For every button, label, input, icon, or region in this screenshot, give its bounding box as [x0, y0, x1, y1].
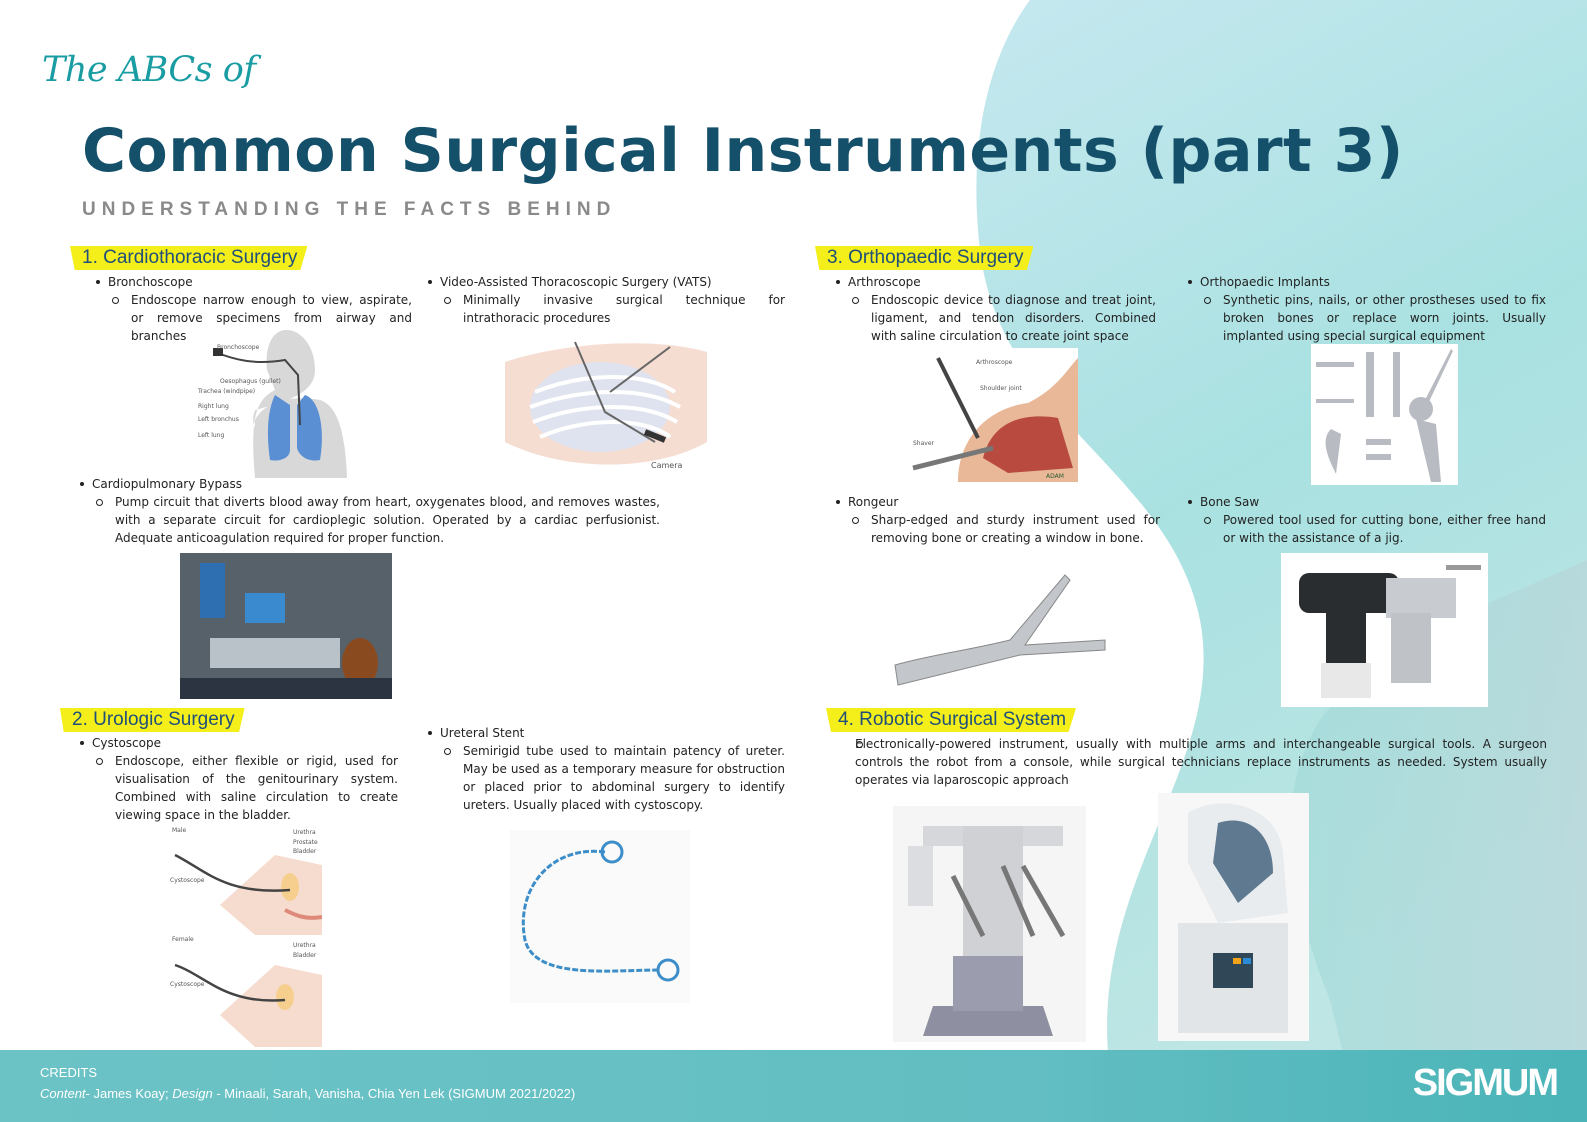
item-desc: Endoscope, either flexible or rigid, use… — [80, 752, 398, 824]
item-desc: Synthetic pins, nails, or other prosthes… — [1188, 291, 1546, 345]
bone-saw-image — [1281, 553, 1488, 707]
bypass-machine-image — [180, 553, 392, 699]
item-bronchoscope: Bronchoscope Endoscope narrow enough to … — [96, 273, 412, 345]
item-name: Ureteral Stent — [428, 724, 785, 742]
bronchoscope-image: Bronchoscope Oesophagus (gullet) Trachea… — [195, 330, 347, 478]
item-desc: Endoscope narrow enough to view, aspirat… — [96, 291, 412, 345]
item-ureteral-stent: Ureteral Stent Semirigid tube used to ma… — [428, 724, 785, 814]
img-label: ADAM — [1046, 473, 1064, 480]
footer — [0, 1050, 1587, 1122]
ureteral-stent-image — [510, 830, 690, 1003]
item-desc: Semirigid tube used to maintain patency … — [428, 742, 785, 814]
subtitle: UNDERSTANDING THE FACTS BEHIND — [82, 199, 617, 220]
section-heading-cardiothoracic: 1. Cardiothoracic Surgery — [70, 246, 308, 270]
img-label: Shaver — [913, 440, 934, 447]
img-label: Right lung — [198, 403, 229, 410]
item-desc: Electronically-powered instrument, usual… — [840, 735, 1547, 789]
page-title: Common Surgical Instruments (part 3) — [82, 116, 1404, 186]
img-label: Trachea (windpipe) — [198, 388, 256, 395]
item-name: Orthopaedic Implants — [1188, 273, 1546, 291]
item-robotic-system: Electronically-powered instrument, usual… — [840, 735, 1547, 789]
img-label: Bronchoscope — [217, 344, 260, 351]
img-label: Female — [172, 936, 194, 943]
item-desc: Sharp-edged and sturdy instrument used f… — [836, 511, 1160, 547]
credits: CREDITS Content- James Koay; Design - Mi… — [40, 1062, 575, 1104]
img-label: Cystoscope — [170, 877, 205, 884]
sigmum-logo: SIGMUM — [1412, 1062, 1559, 1104]
item-desc: Powered tool used for cutting bone, eith… — [1188, 511, 1546, 547]
img-label: Camera — [651, 461, 683, 470]
credits-label: CREDITS — [40, 1065, 98, 1080]
item-name: Cystoscope — [80, 734, 398, 752]
item-cardiopulmonary-bypass: Cardiopulmonary Bypass Pump circuit that… — [80, 475, 660, 547]
item-arthroscope: Arthroscope Endoscopic device to diagnos… — [836, 273, 1156, 345]
item-name: Arthroscope — [836, 273, 1156, 291]
item-name: Video-Assisted Thoracoscopic Surgery (VA… — [428, 273, 785, 291]
img-label: Prostate — [293, 839, 318, 846]
img-label: Arthroscope — [976, 359, 1013, 366]
robot-surgeon-console-image — [1158, 793, 1309, 1041]
arthroscope-image: Arthroscope Shoulder joint Shaver ADAM — [908, 348, 1078, 482]
img-label: Bladder — [293, 848, 317, 855]
item-name: Cardiopulmonary Bypass — [80, 475, 660, 493]
img-label: Urethra — [293, 942, 316, 949]
img-label: Cystoscope — [170, 981, 205, 988]
section-heading-orthopaedic: 3. Orthopaedic Surgery — [815, 246, 1034, 270]
item-name: Rongeur — [836, 493, 1160, 511]
implants-image — [1311, 344, 1458, 485]
item-orthopaedic-implants: Orthopaedic Implants Synthetic pins, nai… — [1188, 273, 1546, 345]
img-label: Shoulder joint — [980, 385, 1022, 392]
item-desc: Pump circuit that diverts blood away fro… — [80, 493, 660, 547]
item-name: Bronchoscope — [96, 273, 412, 291]
item-bone-saw: Bone Saw Powered tool used for cutting b… — [1188, 493, 1546, 547]
img-label: Left bronchus — [198, 416, 239, 423]
img-label: Male — [172, 827, 187, 834]
section-heading-urologic: 2. Urologic Surgery — [60, 708, 245, 732]
item-rongeur: Rongeur Sharp-edged and sturdy instrumen… — [836, 493, 1160, 547]
pretitle: The ABCs of — [42, 50, 256, 90]
img-label: Oesophagus (gullet) — [220, 378, 281, 385]
vats-image: Camera — [505, 332, 707, 478]
item-cystoscope: Cystoscope Endoscope, either flexible or… — [80, 734, 398, 824]
cystoscope-image: Male Urethra Prostate Bladder Cystoscope… — [165, 825, 322, 1047]
img-label: Bladder — [293, 952, 317, 959]
credits-text: Content- James Koay; Design - Minaali, S… — [40, 1086, 576, 1101]
item-vats: Video-Assisted Thoracoscopic Surgery (VA… — [428, 273, 785, 327]
item-desc: Minimally invasive surgical technique fo… — [428, 291, 785, 327]
img-label: Urethra — [293, 829, 316, 836]
section-heading-robotic: 4. Robotic Surgical System — [826, 708, 1077, 732]
item-name: Bone Saw — [1188, 493, 1546, 511]
item-desc: Endoscopic device to diagnose and treat … — [836, 291, 1156, 345]
robot-patient-cart-image — [893, 806, 1086, 1042]
img-label: Left lung — [198, 432, 225, 439]
rongeur-image — [890, 570, 1112, 690]
